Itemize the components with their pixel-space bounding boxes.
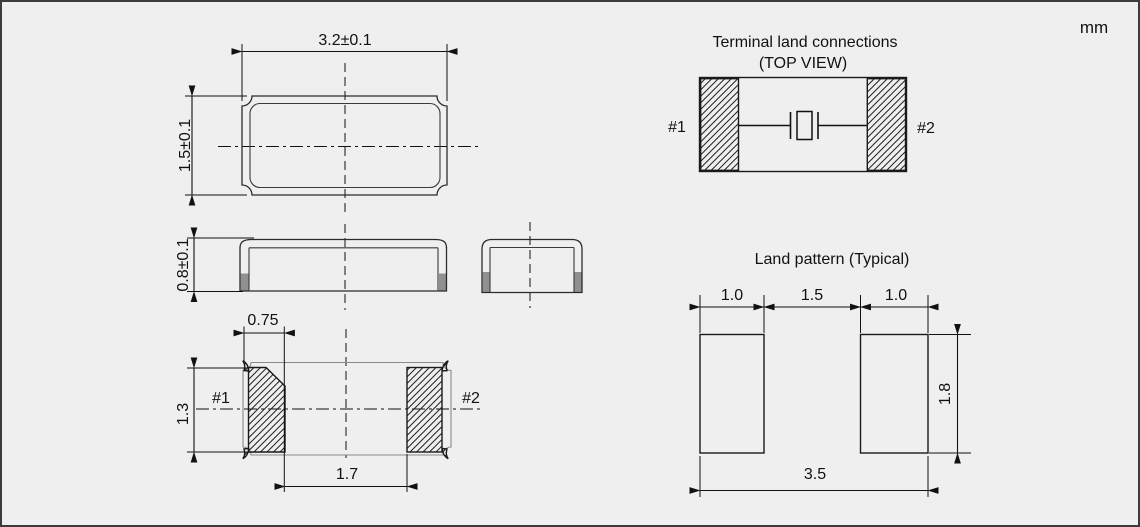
land-pattern-pad1-width-label: 1.0	[721, 287, 743, 304]
top-view-width-dimension: 3.2±0.1	[231, 32, 458, 101]
land-pattern-overall-width-dimension: 3.5	[689, 456, 939, 497]
bottom-view-terminal-2-label: #2	[462, 390, 480, 407]
terminal-land-connections-title: Terminal land connections	[713, 34, 898, 51]
land-pattern-height-label: 1.8	[937, 383, 954, 405]
side-view-thickness-dimension: 0.8±0.1	[175, 227, 254, 303]
end-view-body-outline	[481, 238, 583, 294]
terminal-1-land	[700, 77, 740, 171]
bottom-view: #1 #2 0.75 1.3 1.7	[175, 312, 480, 492]
land-pattern-pad2-width-label: 1.0	[885, 287, 907, 304]
land-pattern-height-dimension: 1.8	[929, 323, 971, 464]
side-view: 0.8±0.1	[175, 224, 448, 310]
bottom-view-terminal-2-pad	[406, 366, 443, 453]
terminal-land-connections-subtitle: (TOP VIEW)	[759, 55, 847, 72]
top-view-height-dimension: 1.5±0.1	[177, 85, 247, 206]
bottom-view-pad-width-dim-label: 0.75	[247, 312, 278, 329]
land-pattern-gap-label: 1.5	[801, 287, 823, 304]
end-view-left-terminal-metallization	[482, 272, 490, 292]
bottom-view-terminal-1-label: #1	[212, 390, 230, 407]
bottom-view-terminal-2-pad-castellation-ears	[441, 360, 449, 460]
dimension-extension-lines	[187, 367, 247, 453]
land-pattern-top-dimensions: 1.0 1.5 1.0	[689, 287, 939, 333]
top-view-body-inner-line	[249, 102, 441, 189]
end-view-right-terminal-metallization	[574, 272, 582, 292]
crystal-symbol	[738, 110, 868, 141]
land-pattern-pad-1	[699, 333, 765, 454]
terminal-land-connections-diagram: Terminal land connections (TOP VIEW) #1 …	[668, 34, 935, 173]
side-view-left-terminal-metallization	[240, 273, 249, 291]
land-pattern-title: Land pattern (Typical)	[755, 251, 910, 268]
side-view-seam-lines	[248, 247, 439, 291]
package-outline	[698, 76, 908, 173]
dimension-extension-lines	[185, 95, 247, 196]
end-view	[481, 222, 583, 308]
bottom-view-pad-gap-dimension: 1.7	[274, 454, 418, 492]
bottom-view-pad-width-dimension: 0.75	[233, 312, 295, 492]
land-pattern-diagram: Land pattern (Typical) 1.0 1.5 1.0 1.8 3…	[689, 251, 971, 497]
top-view-body-outline	[241, 95, 448, 196]
terminal-2-label: #2	[917, 120, 935, 137]
top-view-width-dim-label: 3.2±0.1	[318, 32, 371, 49]
end-view-seam-lines	[489, 246, 575, 293]
side-view-right-terminal-metallization	[439, 273, 447, 291]
bottom-view-terminal-1-pad-castellation-ears	[242, 360, 250, 460]
bottom-view-pad-height-dim-label: 1.3	[175, 403, 192, 425]
bottom-view-terminal-1-pad	[247, 366, 286, 453]
bottom-view-pad-height-dimension: 1.3	[175, 357, 247, 463]
units-label: mm	[1080, 18, 1108, 37]
land-pattern-overall-width-label: 3.5	[804, 466, 826, 483]
bottom-view-pad-gap-dim-label: 1.7	[336, 466, 358, 483]
top-view-height-dim-label: 1.5±0.1	[177, 119, 194, 172]
top-view: 3.2±0.1 1.5±0.1	[177, 32, 478, 213]
side-view-thickness-dim-label: 0.8±0.1	[175, 238, 192, 291]
dimension-extension-lines	[699, 295, 929, 333]
terminal-2-land	[866, 77, 907, 171]
side-view-body-outline	[239, 247, 448, 292]
land-pattern-pad-2	[859, 333, 929, 454]
terminal-1-label: #1	[668, 119, 686, 136]
side-view-lid-outline	[239, 238, 448, 249]
dimension-extension-lines	[929, 334, 971, 454]
